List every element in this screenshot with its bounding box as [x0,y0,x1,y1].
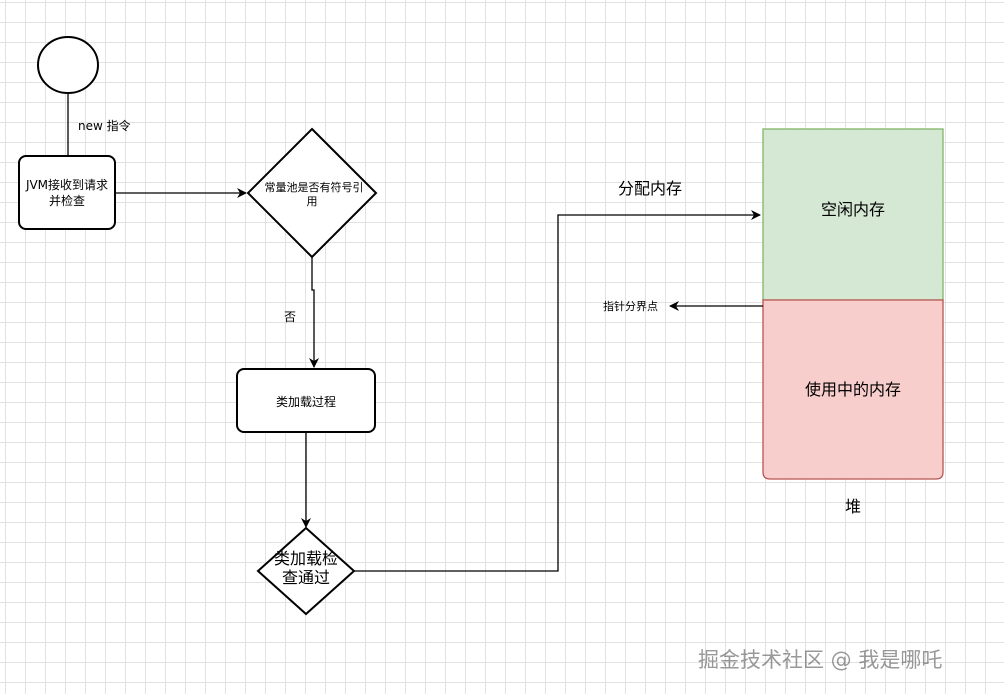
jvm-box-line1: JVM接收到请求 [25,177,108,192]
decision-to-classload-arrow [309,257,319,368]
jvm-receive-box[interactable] [18,155,116,230]
allocate-label: 分配内存 [618,179,682,198]
jvm-box-line2: 并检查 [49,193,85,208]
no-label: 否 [284,310,296,324]
check-line2: 查通过 [282,568,330,587]
start-label: new 指令 [78,118,131,133]
check-line1: 类加载检 [274,549,338,568]
decision-line2: 用 [307,195,318,208]
check-to-heap-arrow [354,210,761,572]
used-memory-label: 使用中的内存 [805,380,901,399]
start-node[interactable] [37,36,99,94]
heap-caption: 堆 [845,497,861,516]
pointer-label: 指针分界点 [603,299,658,313]
free-memory-label: 空闲内存 [821,200,885,219]
class-load-check-decision[interactable] [256,526,356,616]
class-load-label: 类加载过程 [276,394,336,409]
watermark: 掘金技术社区 @ 我是哪吒 [698,648,943,672]
used-memory-block[interactable] [762,299,944,480]
decision-line1: 常量池是否有符号引 [265,180,364,194]
free-memory-block[interactable] [762,128,944,301]
